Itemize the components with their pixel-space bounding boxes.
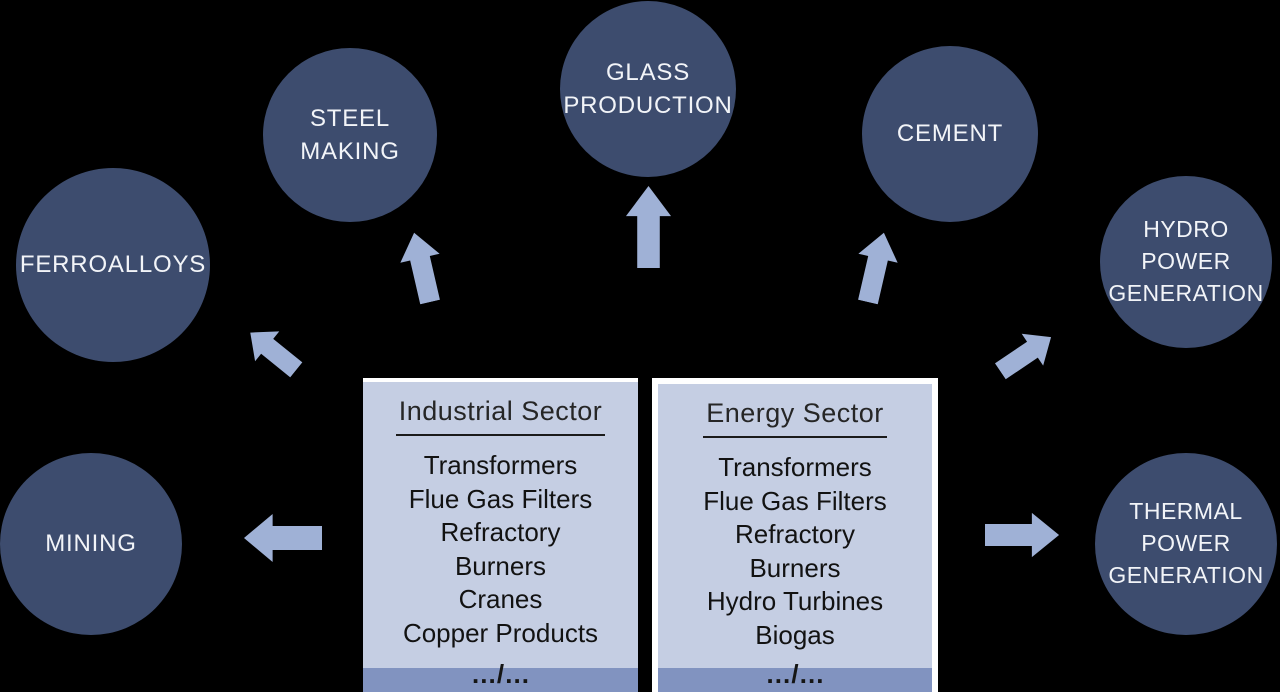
arrow-to-glass-production-icon	[625, 185, 672, 268]
box-item: Biogas	[755, 619, 835, 650]
box-item: Flue Gas Filters	[703, 485, 887, 516]
box-item: Hydro Turbines	[706, 586, 884, 616]
circle-label: HYDRO POWER GENERATION	[1108, 216, 1264, 306]
industrial-sector-box: Industrial Sector Transformers Flue Gas …	[363, 378, 638, 692]
box-more-label: …/…	[470, 659, 531, 689]
box-footer-bar	[363, 668, 638, 692]
circle-label: FERROALLOYS	[19, 251, 207, 279]
box-title: Energy Sector	[703, 398, 887, 438]
arrow-to-thermal-power-generation-icon	[985, 512, 1060, 558]
circle-thermal-power-generation: THERMAL POWER GENERATION	[1095, 453, 1277, 635]
box-more-label: …/…	[765, 659, 825, 689]
circle-label: THERMAL POWER GENERATION	[1108, 498, 1264, 588]
circle-steel-making: STEEL MAKING	[263, 48, 437, 222]
arrow-to-ferroalloys-icon	[237, 317, 309, 386]
circle-glass-production: GLASS PRODUCTION	[560, 1, 736, 177]
box-item: Burners	[749, 552, 841, 583]
arrow-to-mining-icon	[243, 513, 322, 563]
circle-ferroalloys: FERROALLOYS	[16, 168, 210, 362]
energy-sector-box: Energy Sector Transformers Flue Gas Filt…	[652, 378, 938, 692]
box-title: Industrial Sector	[395, 396, 606, 436]
box-item: Transformers	[718, 452, 872, 482]
circle-mining: MINING	[0, 453, 182, 635]
box-footer-bar	[658, 668, 932, 692]
box-item: Burners	[454, 550, 547, 581]
arrow-to-cement-icon	[847, 227, 904, 307]
box-item: Copper Products	[402, 617, 599, 648]
circle-label: MINING	[45, 530, 137, 558]
box-item: Transformers	[423, 450, 578, 480]
box-item-list: Transformers Flue Gas Filters Refractory…	[363, 449, 638, 650]
box-item: Refractory	[440, 517, 561, 547]
circle-cement: CEMENT	[862, 46, 1038, 222]
circle-label: GLASS PRODUCTION	[563, 58, 733, 119]
box-item-list: Transformers Flue Gas Filters Refractory…	[658, 451, 932, 652]
arrow-to-steel-making-icon	[393, 227, 450, 307]
box-item: Refractory	[735, 519, 855, 549]
box-item: Flue Gas Filters	[408, 483, 593, 514]
box-item: Cranes	[458, 584, 543, 614]
circle-label: CEMENT	[896, 120, 1004, 148]
circle-hydro-power-generation: HYDRO POWER GENERATION	[1100, 176, 1272, 348]
circle-label: STEEL MAKING	[300, 104, 400, 165]
arrow-to-hydro-power-generation-icon	[989, 320, 1063, 388]
